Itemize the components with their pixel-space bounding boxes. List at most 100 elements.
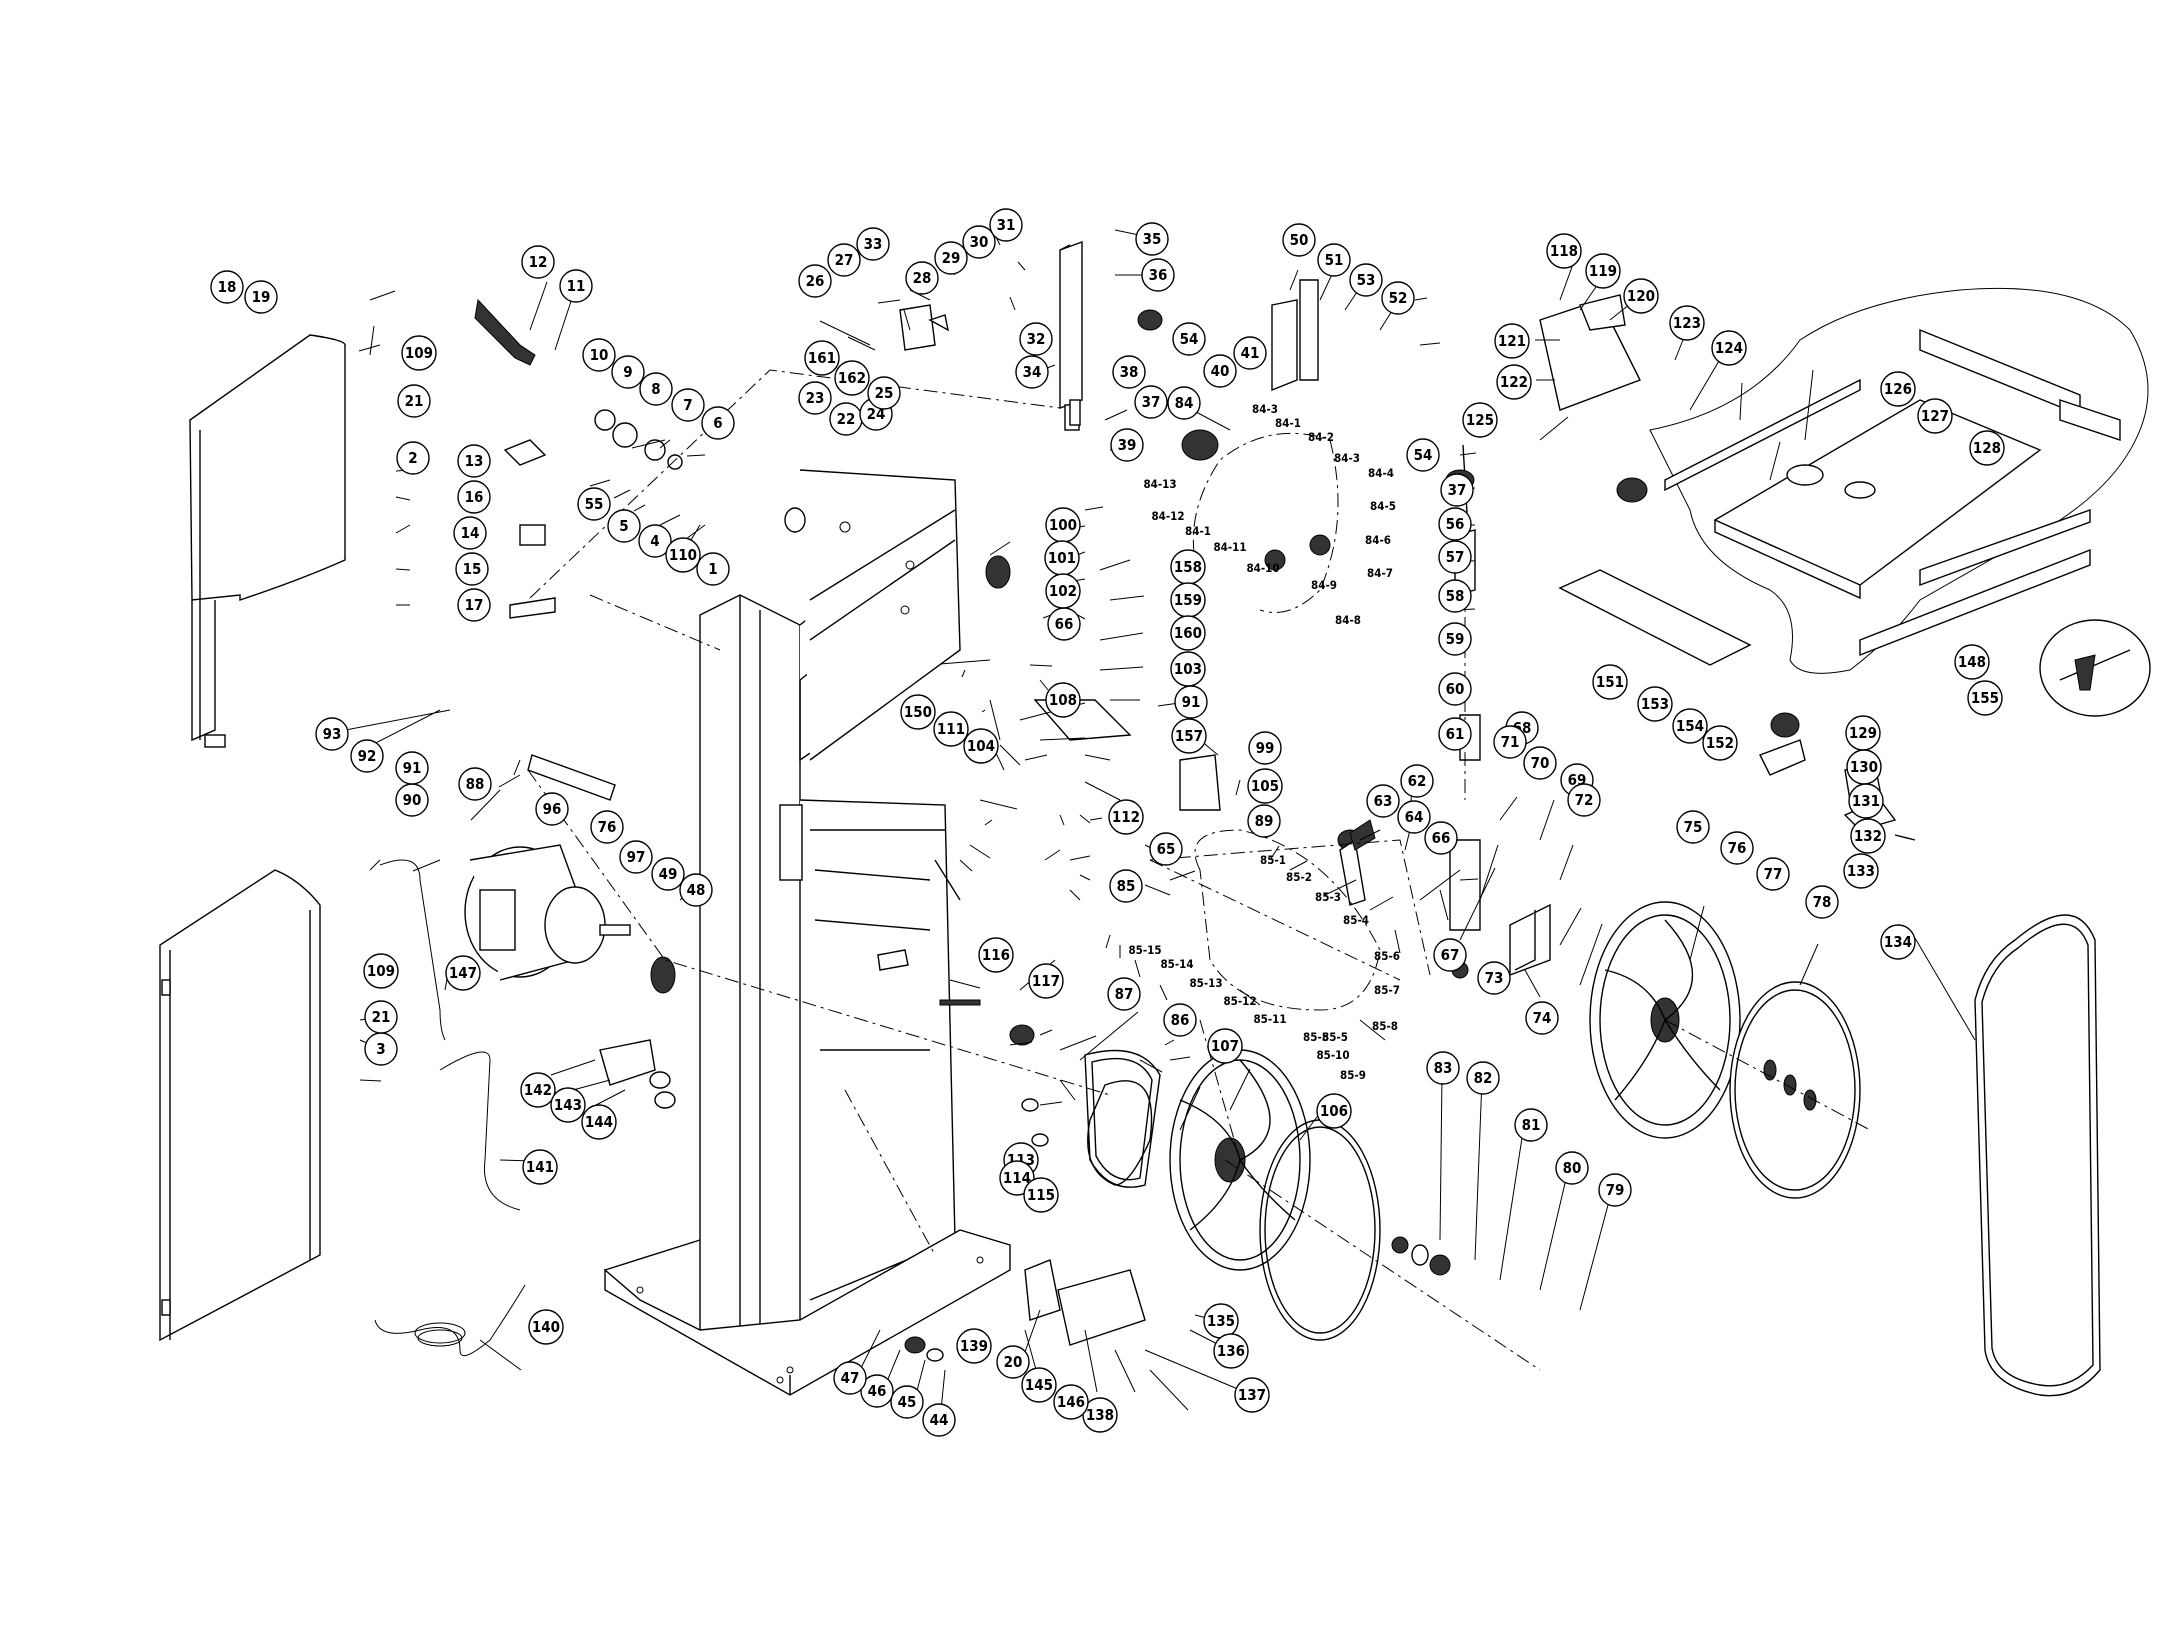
part-callout-84-1: 84-1	[1275, 416, 1301, 430]
part-number: 146	[1057, 1393, 1085, 1411]
part-number: 90	[403, 791, 422, 809]
part-callout-139: 139	[956, 1328, 992, 1364]
part-callout-101: 101	[1044, 540, 1080, 576]
part-number: 85-13	[1189, 976, 1222, 990]
callout-balloon	[1149, 832, 1183, 866]
part-number: 109	[367, 962, 395, 980]
part-number: 160	[1174, 624, 1202, 642]
part-number: 17	[465, 596, 484, 614]
part-number: 3	[376, 1040, 385, 1058]
part-callout-84-6: 84-6	[1365, 533, 1391, 547]
blade-guide-post	[1059, 241, 1551, 977]
part-number: 77	[1764, 865, 1783, 883]
callout-balloon	[665, 537, 701, 573]
part-callout-84-4: 84-4	[1368, 466, 1394, 480]
part-callout-110: 110	[665, 537, 701, 573]
part-number: 120	[1627, 287, 1655, 305]
part-callout-60: 60	[1438, 672, 1472, 706]
callout-balloon	[1172, 322, 1206, 356]
part-callout-36: 36	[1141, 258, 1175, 292]
part-callout-128: 128	[1969, 430, 2005, 466]
part-number: 45	[898, 1393, 917, 1411]
callout-balloon	[445, 955, 481, 991]
part-callout-91: 91	[395, 751, 429, 785]
part-number: 143	[554, 1096, 582, 1114]
part-callout-23: 23	[798, 381, 832, 415]
part-number: 154	[1676, 717, 1704, 735]
callout-balloon	[1669, 305, 1705, 341]
part-callout-117: 117	[1028, 963, 1064, 999]
callout-balloon	[679, 873, 713, 907]
part-number: 161	[808, 349, 836, 367]
part-callout-41: 41	[1233, 336, 1267, 370]
part-number: 31	[997, 216, 1016, 234]
callout-balloon	[1672, 708, 1708, 744]
part-callout-21: 21	[364, 1000, 398, 1034]
callout-balloon	[1525, 1001, 1559, 1035]
part-number: 29	[942, 249, 961, 267]
part-number: 52	[1389, 289, 1408, 307]
part-number: 85-6	[1374, 949, 1400, 963]
part-number: 58	[1446, 587, 1465, 605]
part-callout-85-11: 85-11	[1253, 1012, 1286, 1026]
callout-balloon	[550, 1087, 586, 1123]
part-number: 54	[1180, 330, 1199, 348]
part-callout-93: 93	[315, 717, 349, 751]
part-callout-45: 45	[890, 1385, 924, 1419]
callout-balloon	[395, 751, 429, 785]
part-number: 24	[867, 405, 886, 423]
part-callout-96: 96	[535, 792, 569, 826]
callout-balloon	[1805, 885, 1839, 919]
part-callout-146: 146	[1053, 1384, 1089, 1420]
part-number: 48	[687, 881, 706, 899]
part-callout-144: 144	[581, 1104, 617, 1140]
part-callout-18: 18	[210, 270, 244, 304]
callout-balloon	[1702, 725, 1738, 761]
part-number: 123	[1673, 314, 1701, 332]
part-number: 25	[875, 384, 894, 402]
shaft	[527, 754, 616, 801]
part-callout-148: 148	[1954, 644, 1990, 680]
part-callout-38: 38	[1112, 355, 1146, 389]
part-number: 93	[323, 725, 342, 743]
part-number: 158	[1174, 558, 1202, 576]
part-number: 61	[1446, 725, 1465, 743]
callout-balloon	[1045, 682, 1081, 718]
part-number: 130	[1850, 758, 1878, 776]
part-callout-90: 90	[395, 783, 429, 817]
part-number: 157	[1175, 727, 1203, 745]
part-callout-67: 67	[1433, 938, 1467, 972]
frame-column	[604, 469, 1011, 1396]
part-callout-107: 107	[1207, 1028, 1243, 1064]
part-number: 33	[864, 235, 883, 253]
part-callout-40: 40	[1203, 354, 1237, 388]
part-number: 116	[982, 946, 1010, 964]
part-callout-8: 8	[639, 372, 673, 406]
part-number: 131	[1852, 792, 1880, 810]
part-callout-48: 48	[679, 873, 713, 907]
part-callout-99: 99	[1248, 731, 1282, 765]
part-callout-25: 25	[867, 376, 901, 410]
part-number: 141	[526, 1158, 554, 1176]
part-number: 66	[1432, 829, 1451, 847]
part-callout-84-12: 84-12	[1151, 509, 1184, 523]
part-callout-131: 131	[1848, 783, 1884, 819]
part-number: 108	[1049, 691, 1077, 709]
part-number: 80	[1563, 1159, 1582, 1177]
part-number: 19	[252, 288, 271, 306]
part-callout-106: 106	[1316, 1093, 1352, 1129]
callout-balloon	[1021, 1367, 1057, 1403]
part-number: 139	[960, 1337, 988, 1355]
part-callout-112: 112	[1108, 799, 1144, 835]
part-number: 66	[1055, 615, 1074, 633]
part-number: 85-4	[1343, 913, 1369, 927]
part-number: 9	[623, 363, 632, 381]
part-callout-74: 74	[1525, 1001, 1559, 1035]
part-number: 84-2	[1308, 430, 1334, 444]
part-callout-56: 56	[1438, 507, 1472, 541]
part-number: 117	[1032, 972, 1060, 990]
part-number: 84	[1175, 394, 1194, 412]
part-callout-12: 12	[521, 245, 555, 279]
callout-balloon	[244, 280, 278, 314]
part-callout-70: 70	[1523, 746, 1557, 780]
